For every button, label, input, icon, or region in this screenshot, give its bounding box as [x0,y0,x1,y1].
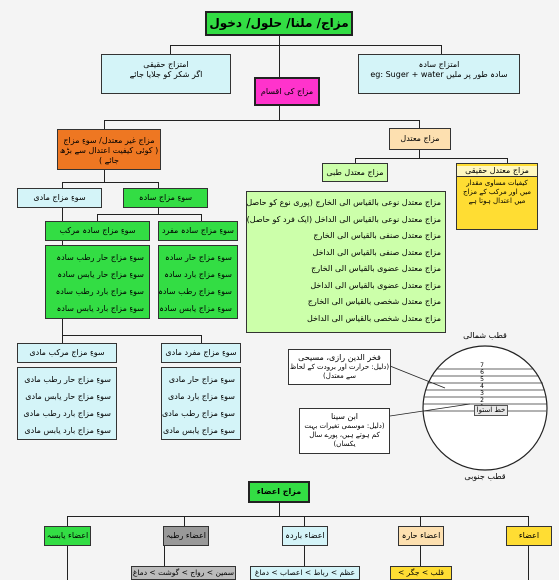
list-item: سوءِ مزاج حار رطب مادی [24,375,111,384]
mufrad-box: سوءِ مزاج سادہ مفرد [158,221,238,241]
page-title: مزاج/ ملنا/ حلول/ دخول [205,11,353,36]
maddi-mufrad-box: سوءِ مزاج مفرد مادی [161,343,241,363]
murakkab-list: سوءِ مزاج حار رطب سادہ سوءِ مزاج حار یاب… [45,245,150,319]
list-item: سوءِ مزاج رطب مادی [162,409,235,418]
list-item: مزاج معتدل شخصی بالقیاس الی الداخل [306,313,441,323]
aza-ratba-sub: سمین > رواج > گوشت > دماغ [131,566,236,580]
tibbi-list: مزاج معتدل نوعی بالقیاس الی الخارج (پوری… [246,191,446,333]
haqiqi-motadil-title: مزاج معتدل حقیقی [457,166,537,177]
aza-title: مزاج اعضاء [248,481,310,503]
list-item: مزاج معتدل صنفی بالقیاس الی الداخل [312,247,441,257]
maddi-murakkab-list: سوءِ مزاج حار رطب مادی سوءِ مزاج حار یاب… [17,367,117,440]
list-item: سوءِ مزاج حار یابس سادہ [57,270,144,279]
saada-soo-box: سوءِ مزاج سادہ [123,188,208,208]
sina-desc: (دلیل: موسمی تغیرات بہت کم ہوتے ہیں، پور… [304,422,385,448]
motadil-box: مزاج معتدل [389,128,451,150]
list-item: سوءِ مزاج بارد مادی [168,392,235,401]
sada-title: امتزاج سادہ [418,60,460,69]
tibbi-box: مزاج معتدل طبی [322,163,388,182]
aza-harra: اعضاء حارہ [398,526,444,546]
list-item: سوءِ مزاج یابس مادی [163,426,235,435]
aza-yabisa: اعضاء یابسہ [44,526,91,546]
aza-barida: اعضاء باردہ [282,526,328,546]
sada-desc: سادہ طور پر ملیں eg: Suger + water [370,70,508,79]
aza-harra-sub: قلب > جگر > لحم [390,566,452,580]
aza-barida-sub: عظم > رباط > اعصاب > دماغ [250,566,360,580]
haqiqi-title: امتزاج حقیقی [143,60,189,69]
aqsam-box: مزاج کی اقسام [254,77,320,106]
list-item: مزاج معتدل عضوی بالقیاس الی الخارج [311,264,441,273]
maddi-mufrad-list: سوءِ مزاج حار مادی سوءِ مزاج بارد مادی س… [161,367,241,440]
haqiqi-desc: اگر شکر کو جلایا جائے [129,70,203,79]
list-item: سوءِ مزاج بارد رطب سادہ [55,287,144,296]
aza-motadila: اعضاء معتدلہ [506,526,552,546]
line-number: 6 [480,369,484,376]
haqiqi-box: امتزاج حقیقی اگر شکر کو جلایا جائے [101,54,231,94]
aza-ratba: اعضاء رطبہ [163,526,209,546]
razi-title: فخر الدین رازی، مسیحی [298,353,381,362]
line-number: 4 [480,383,484,390]
north-label: قطب شمالی [463,331,507,340]
list-item: سوءِ مزاج یابس سادہ [159,304,232,313]
list-item: سوءِ مزاج حار مادی [168,375,235,384]
list-item: سوءِ مزاج حار یابس مادی [25,392,111,401]
line-number: 2 [480,397,484,404]
sina-title: ابن سینا [330,412,359,421]
line-number: 7 [480,362,484,369]
maddi-box: سوءِ مزاج مادی [17,188,102,208]
maddi-murakkab-box: سوءِ مزاج مرکب مادی [17,343,117,363]
list-item: سوءِ مزاج حار رطب سادہ [56,253,144,262]
south-label: قطب جنوبی [464,472,506,481]
razi-desc: (دلیل: حرارت اور برودت کے لحاظ سے معتدل) [289,363,390,380]
list-item: سوءِ مزاج بارد یابس مادی [24,426,111,435]
list-item: سوءِ مزاج بارد سادہ [164,270,232,279]
sada-box: امتزاج سادہ سادہ طور پر ملیں eg: Suger +… [358,54,520,94]
list-item: سوءِ مزاج بارد یابس سادہ [56,304,144,313]
equator-label: خط استوا [474,405,508,416]
list-item: سوءِ مزاج حار سادہ [165,253,232,262]
haqiqi-motadil-desc: کیفیات مساوی مقدار میں اور مرکب کے مزاج … [462,179,532,205]
list-item: مزاج معتدل شخصی بالقیاس الی الخارج [307,297,441,306]
line-number: 5 [480,376,484,383]
ghair-title: مزاج غیر معتدل/ سوءِ مزاج [63,136,155,145]
ghair-desc: ( کوئی کیفیت اعتدال سے بڑھ جائے ) [59,146,159,165]
list-item: سوءِ مزاج بارد رطب مادی [23,409,111,418]
list-item: مزاج معتدل عضوی بالقیاس الی الداخل [310,280,441,290]
list-item: مزاج معتدل صنفی بالقیاس الی الخارج [313,231,441,240]
mufrad-list: سوءِ مزاج حار سادہ سوءِ مزاج بارد سادہ س… [158,245,238,319]
razi-box: فخر الدین رازی، مسیحی (دلیل: حرارت اور ب… [288,349,391,385]
line-number: 3 [480,390,484,397]
list-item: مزاج معتدل نوعی بالقیاس الی الخارج (پوری… [246,198,441,207]
haqiqi-motadil-box: مزاج معتدل حقیقی کیفیات مساوی مقدار میں … [456,163,538,230]
murakkab-box: سوءِ مزاج سادہ مرکب [45,221,150,241]
sina-box: ابن سینا (دلیل: موسمی تغیرات بہت کم ہوتے… [299,408,390,454]
list-item: مزاج معتدل نوعی بالقیاس الی الداخل (ایک … [246,214,441,224]
ghair-motadil-box: مزاج غیر معتدل/ سوءِ مزاج ( کوئی کیفیت ا… [57,129,161,170]
list-item: سوءِ مزاج رطب سادہ [158,287,232,296]
